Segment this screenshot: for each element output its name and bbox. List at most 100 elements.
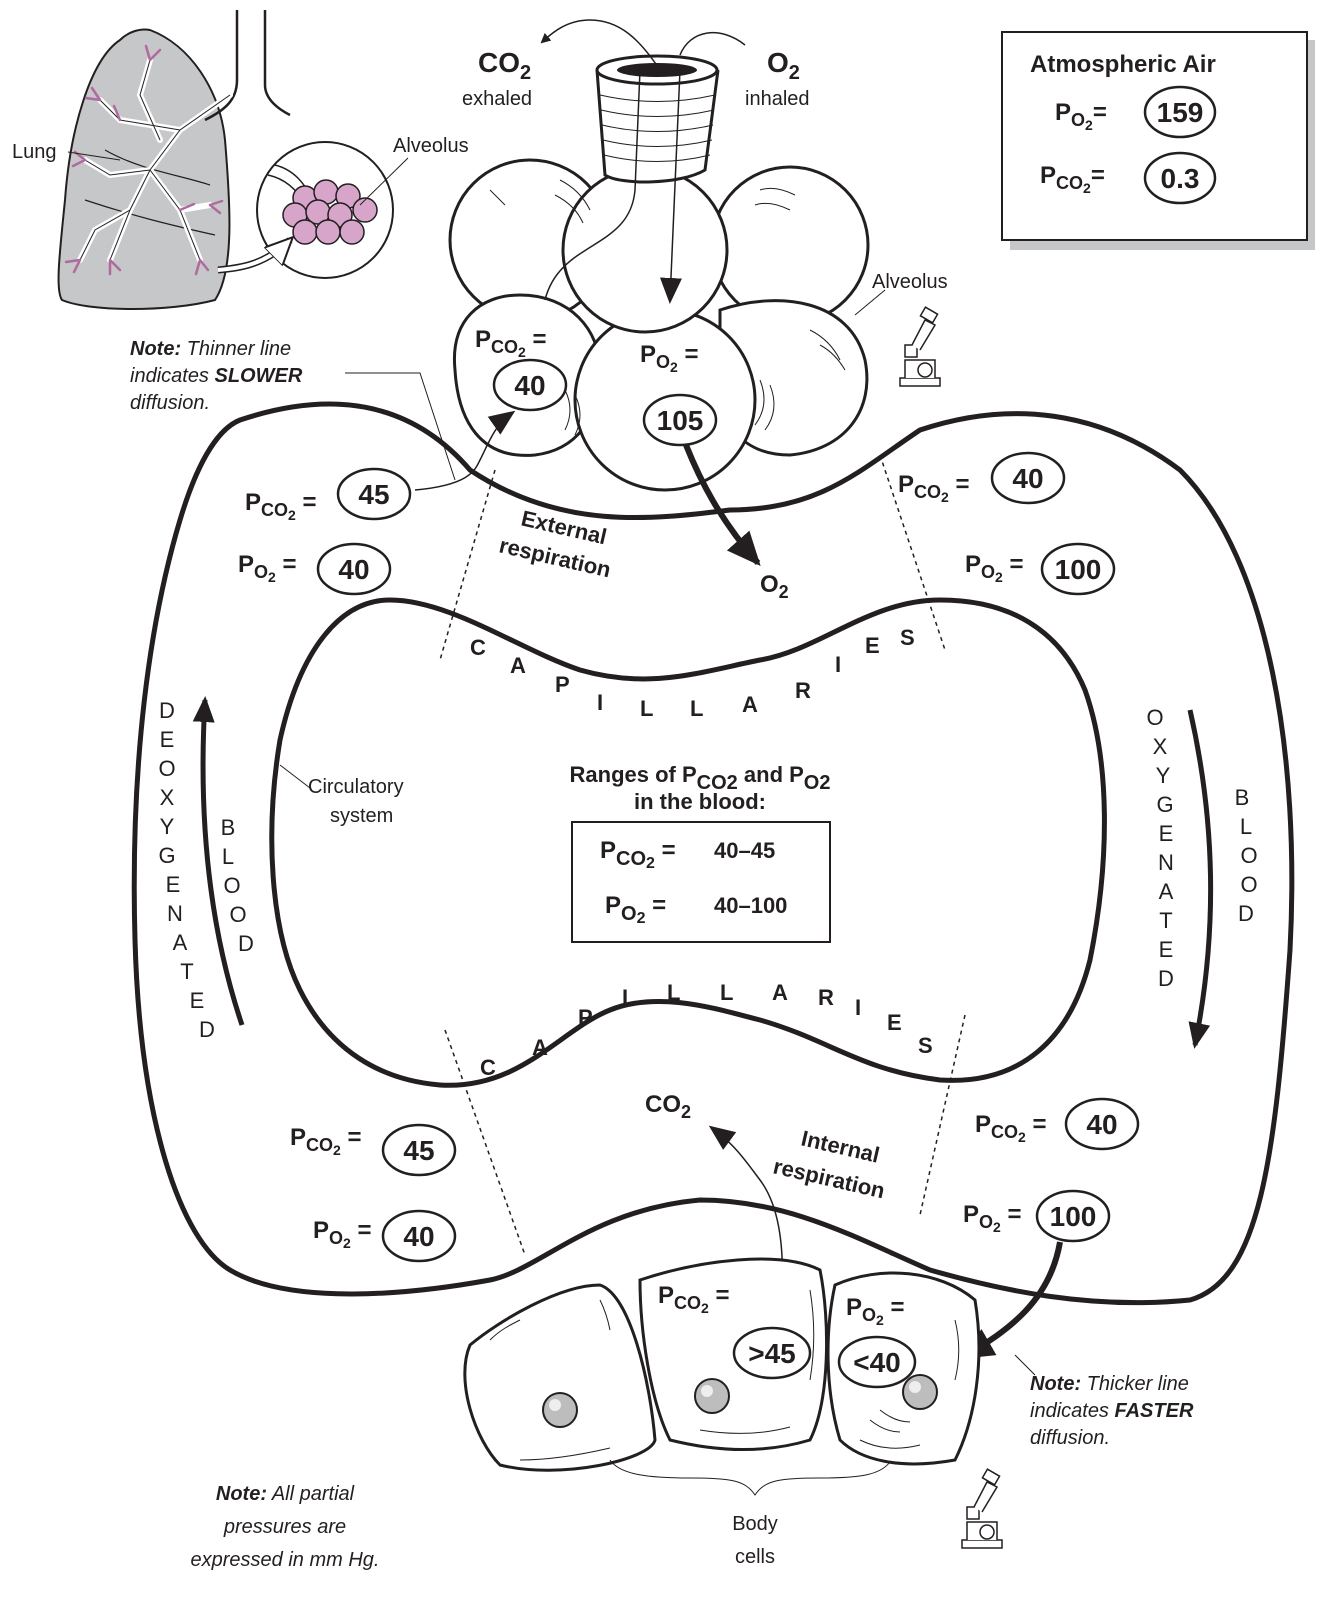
svg-text:B: B bbox=[221, 815, 236, 840]
circulatory-leader bbox=[280, 765, 310, 788]
svg-text:E: E bbox=[865, 633, 880, 658]
svg-text:D: D bbox=[199, 1017, 215, 1042]
oxy-top-po2-value: 100 bbox=[1055, 554, 1102, 585]
oxy-bottom-po2-value: 100 bbox=[1050, 1201, 1097, 1232]
atm-pco2-value: 0.3 bbox=[1161, 163, 1200, 194]
svg-text:E: E bbox=[887, 1010, 902, 1035]
deoxy-bottom-po2-value: 40 bbox=[403, 1221, 434, 1252]
alveoli-cluster-icon bbox=[218, 142, 408, 278]
svg-text:indicates SLOWER: indicates SLOWER bbox=[130, 365, 303, 387]
deoxy-bottom-po2-label: PO2 = bbox=[313, 1217, 372, 1251]
note-mmhg: Note: All partial pressures are expresse… bbox=[191, 1483, 380, 1571]
svg-text:E: E bbox=[166, 872, 181, 897]
exhaled-label: exhaled bbox=[462, 88, 532, 110]
svg-text:N: N bbox=[167, 901, 183, 926]
cell-po2-value: <40 bbox=[853, 1347, 901, 1378]
oxy-bottom-pco2-value: 40 bbox=[1086, 1109, 1117, 1140]
svg-text:Note: All partial: Note: All partial bbox=[216, 1483, 355, 1505]
svg-text:L: L bbox=[667, 980, 680, 1005]
oxygenated-flow-arrow bbox=[1190, 710, 1211, 1045]
svg-text:L: L bbox=[222, 844, 234, 869]
svg-text:diffusion.: diffusion. bbox=[1030, 1427, 1110, 1449]
inhaled-label: inhaled bbox=[745, 88, 810, 110]
svg-text:D: D bbox=[1158, 966, 1174, 991]
deoxy-top-pco2-value: 45 bbox=[358, 479, 389, 510]
oxygenated-label: O X Y G E N A T E D bbox=[1146, 705, 1174, 991]
svg-text:A: A bbox=[772, 980, 788, 1005]
atmospheric-air-box: Atmospheric Air PO2= 159 PCO2= 0.3 bbox=[1002, 32, 1315, 250]
cell-pco2-value: >45 bbox=[748, 1338, 796, 1369]
svg-text:L: L bbox=[1240, 814, 1252, 839]
ranges-subtitle: in the blood: bbox=[634, 789, 766, 814]
svg-text:E: E bbox=[1159, 821, 1174, 846]
body-cells-label-1: Body bbox=[732, 1513, 778, 1535]
svg-text:D: D bbox=[159, 698, 175, 723]
o2-inhaled-label: O2 bbox=[767, 47, 800, 84]
microscope-icon bbox=[962, 1469, 1002, 1548]
deoxy-top-po2-label: PO2 = bbox=[238, 551, 297, 585]
oxy-bottom-pco2-label: PCO2 = bbox=[975, 1111, 1047, 1145]
svg-text:O: O bbox=[1240, 843, 1257, 868]
svg-text:E: E bbox=[190, 988, 205, 1013]
atmospheric-air-title: Atmospheric Air bbox=[1030, 51, 1216, 78]
deoxy-top-po2-value: 40 bbox=[338, 554, 369, 585]
svg-text:S: S bbox=[900, 625, 915, 650]
svg-text:L: L bbox=[720, 980, 733, 1005]
deoxy-top-pco2-label: PCO2 = bbox=[245, 489, 317, 523]
svg-text:A: A bbox=[532, 1035, 548, 1060]
svg-text:expressed in mm Hg.: expressed in mm Hg. bbox=[191, 1549, 380, 1571]
svg-text:A: A bbox=[1159, 879, 1174, 904]
o2-blood-label: O2 bbox=[760, 571, 789, 602]
co2-blood-label: CO2 bbox=[645, 1091, 691, 1122]
svg-text:E: E bbox=[160, 727, 175, 752]
svg-text:Note: Thicker line: Note: Thicker line bbox=[1030, 1373, 1189, 1395]
body-cells-brace bbox=[610, 1460, 890, 1495]
svg-text:L: L bbox=[690, 696, 703, 721]
circulatory-system-label-1: Circulatory bbox=[308, 776, 404, 798]
body-cell-icon bbox=[465, 1285, 655, 1470]
lung-label: Lung bbox=[12, 141, 57, 163]
svg-text:T: T bbox=[180, 959, 193, 984]
svg-text:X: X bbox=[160, 785, 175, 810]
svg-text:D: D bbox=[238, 931, 254, 956]
co2-exhaled-label: CO2 bbox=[478, 47, 531, 84]
oxy-top-pco2-value: 40 bbox=[1012, 463, 1043, 494]
svg-text:G: G bbox=[1156, 792, 1173, 817]
svg-text:G: G bbox=[158, 843, 175, 868]
deoxy-bottom-pco2-label: PCO2 = bbox=[290, 1124, 362, 1158]
svg-text:D: D bbox=[1238, 901, 1254, 926]
svg-text:A: A bbox=[510, 653, 526, 678]
svg-text:N: N bbox=[1158, 850, 1174, 875]
svg-text:I: I bbox=[855, 995, 861, 1020]
ranges-box: Ranges of PCO2 and PO2 in the blood: PCO… bbox=[570, 762, 831, 942]
svg-text:P: P bbox=[578, 1005, 593, 1030]
alveolus-label-top: Alveolus bbox=[393, 135, 469, 157]
svg-text:I: I bbox=[597, 690, 603, 715]
microscope-icon bbox=[900, 307, 940, 386]
body-cells-label-2: cells bbox=[735, 1546, 775, 1568]
svg-text:O: O bbox=[229, 902, 246, 927]
svg-text:pressures are: pressures are bbox=[223, 1516, 346, 1538]
alveolus-pco2-value: 40 bbox=[514, 370, 545, 401]
svg-text:P: P bbox=[555, 672, 570, 697]
svg-text:T: T bbox=[1159, 908, 1172, 933]
circulatory-system-label-2: system bbox=[330, 805, 393, 827]
svg-text:O: O bbox=[1146, 705, 1163, 730]
oxy-top-pco2-label: PCO2 = bbox=[898, 471, 970, 505]
svg-text:O: O bbox=[223, 873, 240, 898]
svg-text:R: R bbox=[795, 678, 811, 703]
oxy-top-po2-label: PO2 = bbox=[965, 551, 1024, 585]
svg-text:O: O bbox=[1240, 872, 1257, 897]
svg-text:Y: Y bbox=[160, 814, 175, 839]
svg-text:C: C bbox=[470, 635, 486, 660]
svg-text:R: R bbox=[818, 985, 834, 1010]
svg-text:Y: Y bbox=[1156, 763, 1171, 788]
body-cell-icon: PO2 = <40 bbox=[828, 1273, 979, 1464]
range-po2-value: 40–100 bbox=[714, 893, 787, 918]
svg-text:S: S bbox=[918, 1033, 933, 1058]
svg-text:I: I bbox=[622, 985, 628, 1010]
body-cell-icon: PCO2 = >45 bbox=[640, 1259, 827, 1449]
svg-text:I: I bbox=[835, 652, 841, 677]
svg-text:O: O bbox=[158, 756, 175, 781]
